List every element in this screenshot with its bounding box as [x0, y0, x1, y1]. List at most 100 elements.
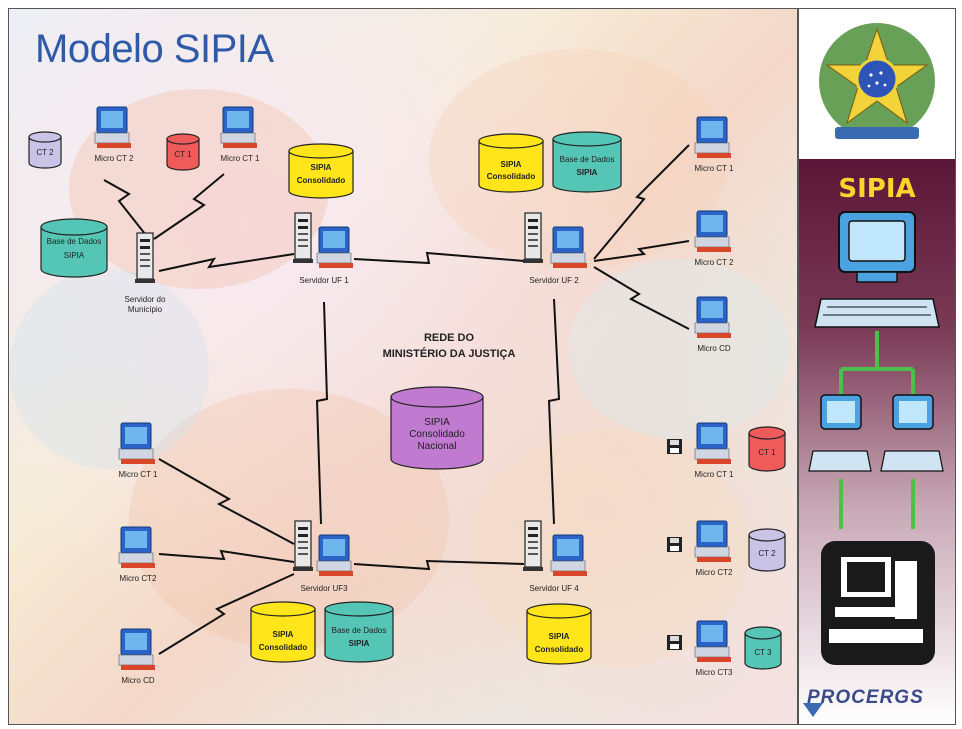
- db-ct1-bottom-right: CT 1: [748, 426, 786, 472]
- db-label: Consolidado: [535, 645, 584, 654]
- computer-icon: [694, 620, 732, 663]
- link: [158, 573, 295, 655]
- node-label: Servidor UF3: [300, 584, 348, 593]
- db-ct2-top-left: CT 2: [28, 131, 62, 169]
- server-icon: [522, 520, 544, 572]
- db-sipia-consolidado-uf2: SIPIA Consolidado: [478, 133, 544, 193]
- link: [158, 253, 295, 272]
- floppy-disk-icon: [667, 439, 682, 454]
- db-base-dados-municipio: Base de Dados SIPIA: [40, 218, 108, 278]
- node-label: Micro CD: [697, 344, 731, 353]
- node-label: Município: [128, 305, 163, 314]
- client-computer-icon: [808, 394, 872, 472]
- db-label: Consolidado: [487, 172, 536, 181]
- db-label: Consolidado: [409, 429, 465, 440]
- sidebar-title: SIPIA: [838, 174, 916, 204]
- db-sipia-consolidado-uf4: SIPIA Consolidado: [526, 603, 592, 665]
- db-label: SIPIA: [424, 417, 450, 428]
- link: [315, 301, 329, 525]
- diagram-canvas: Modelo SIPIA: [8, 8, 798, 725]
- link: [158, 549, 295, 563]
- link: [593, 240, 690, 262]
- node-label: Micro CT 1: [695, 470, 735, 479]
- node-label: Micro CT 1: [695, 164, 735, 173]
- db-ct3-bottom-right: CT 3: [744, 626, 782, 670]
- network-label: MINISTÉRIO DA JUSTIÇA: [383, 347, 516, 360]
- db-sipia-consolidado-nacional: SIPIA Consolidado Nacional: [390, 386, 484, 470]
- server-icon: [292, 212, 314, 264]
- server-icon: [522, 212, 544, 264]
- link: [547, 298, 561, 525]
- floppy-disk-icon: [667, 635, 682, 650]
- db-label: SIPIA: [549, 632, 570, 641]
- db-base-dados-uf2: Base de Dados SIPIA: [552, 131, 622, 193]
- coat-of-arms-icon: [819, 23, 935, 139]
- db-label: Base de Dados: [332, 626, 387, 635]
- client-computer-icon: [880, 394, 944, 472]
- db-ct1-top-left: CT 1: [166, 133, 200, 171]
- db-label: CT 3: [754, 648, 772, 657]
- node-label: Micro CT 1: [119, 470, 159, 479]
- db-label: CT 2: [36, 148, 54, 157]
- page-title: Modelo SIPIA: [35, 27, 274, 71]
- computer-icon: [220, 106, 258, 149]
- node-label: Micro CT 2: [695, 258, 735, 267]
- sidebar-panel: SIPIA PROCERGS: [798, 8, 956, 725]
- db-label: SIPIA: [311, 163, 332, 172]
- network-diagram: CT 2 Micro CT 2 CT 1 Micro CT 1 Base de …: [28, 106, 786, 685]
- computer-icon: [316, 534, 354, 577]
- sidebar-graphics: [803, 23, 944, 717]
- computer-icon: [550, 226, 588, 269]
- background-blob: [569, 259, 789, 439]
- node-label: Micro CT 1: [221, 154, 261, 163]
- computer-icon: [118, 526, 156, 569]
- node-label: Micro CT2: [120, 574, 157, 583]
- computer-icon: [694, 116, 732, 159]
- computer-icon: [694, 422, 732, 465]
- network-links: [103, 144, 690, 655]
- computer-icon: [694, 296, 732, 339]
- link: [353, 559, 525, 571]
- db-base-dados-uf3: Base de Dados SIPIA: [324, 601, 394, 663]
- server-terminal-icon: [821, 541, 935, 665]
- computer-icon: [694, 520, 732, 563]
- link: [153, 173, 225, 240]
- db-sipia-consolidado-uf1: SIPIA Consolidado: [288, 143, 354, 199]
- computer-icon: [118, 422, 156, 465]
- db-label: SIPIA: [273, 630, 294, 639]
- db-label: Consolidado: [259, 643, 308, 652]
- db-label: SIPIA: [64, 251, 85, 260]
- link: [593, 266, 690, 330]
- link: [353, 251, 525, 265]
- node-label: Micro CD: [121, 676, 155, 685]
- db-label: SIPIA: [501, 160, 522, 169]
- db-sipia-consolidado-uf3: SIPIA Consolidado: [250, 601, 316, 663]
- node-label: Servidor UF 4: [529, 584, 579, 593]
- computer-icon: [316, 226, 354, 269]
- brand-logo-text: PROCERGS: [807, 687, 924, 708]
- db-label: CT 1: [758, 448, 776, 457]
- db-label: SIPIA: [349, 639, 370, 648]
- server-icon: [134, 232, 156, 284]
- server-icon: [292, 520, 314, 572]
- db-label: Base de Dados: [47, 237, 102, 246]
- db-label: CT 1: [174, 150, 192, 159]
- computer-icon: [550, 534, 588, 577]
- node-label: Micro CT3: [696, 668, 733, 677]
- background-blob: [9, 269, 209, 469]
- floppy-disk-icon: [667, 537, 682, 552]
- node-label: Servidor UF 2: [529, 276, 579, 285]
- link: [103, 179, 150, 240]
- db-label: Consolidado: [297, 176, 346, 185]
- computer-workstation-icon: [814, 211, 940, 328]
- db-label: Base de Dados: [560, 155, 615, 164]
- db-label: CT 2: [758, 549, 776, 558]
- node-label: Micro CT 2: [95, 154, 135, 163]
- db-label: SIPIA: [577, 168, 598, 177]
- node-label: Micro CT2: [696, 568, 733, 577]
- node-label: Servidor do: [125, 295, 166, 304]
- link: [158, 458, 295, 545]
- procergs-logo-icon: [803, 703, 823, 717]
- db-label: Nacional: [418, 441, 457, 452]
- computer-icon: [94, 106, 132, 149]
